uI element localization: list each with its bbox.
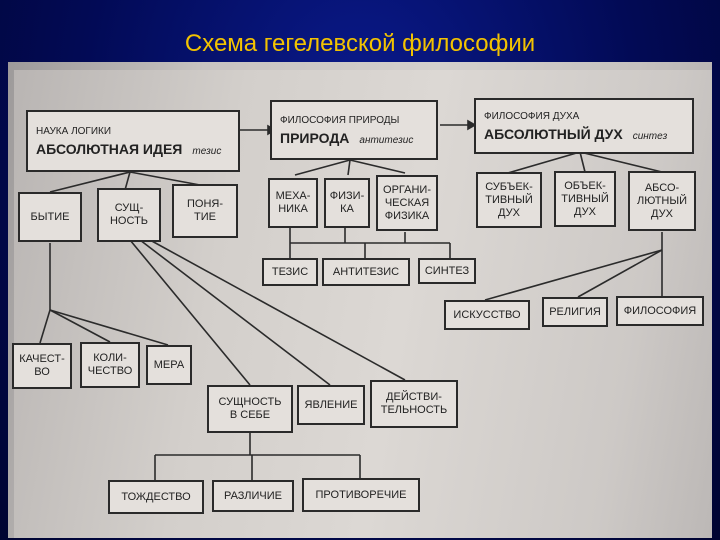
nature-note: антитезис [359,134,414,146]
logic-box: Наука логики Абсолютная идея тезис [26,110,240,172]
being-child-measure: Мера [146,345,192,385]
nature-sub: Философия природы [280,114,400,126]
logic-main: Абсолютная идея [36,140,183,157]
essence-child-in-itself: Сущность в себе [207,385,293,433]
spirit-form-art: Искусство [444,300,530,330]
essence-self-contradiction: Противоречие [302,478,420,512]
slide-title: Схема гегелевской философии [184,30,536,57]
nature-triad-thesis: Тезис [262,258,318,286]
logic-child-concept: Поня- тие [172,184,238,238]
essence-child-actuality: Действи- тельность [370,380,458,428]
nature-triad-antithesis: Антитезис [322,258,410,286]
spirit-sub: Философия духа [484,110,580,122]
spirit-form-philosophy: Философия [616,296,704,326]
spirit-main: Абсолютный дух [484,125,623,142]
nature-child-mechanics: Меха- ника [268,178,318,228]
logic-note: тезис [192,145,222,157]
essence-self-identity: Тождество [108,480,204,514]
being-child-quantity: Коли- чество [80,342,140,388]
nature-triad-synthesis: Синтез [418,258,476,284]
nature-main: Природа [280,129,350,146]
spirit-box: Философия духа Абсолютный дух синтез [474,98,694,154]
nature-child-organic: Органи- ческая физика [376,175,438,231]
spirit-note: синтез [632,130,668,142]
spirit-child-subjective: Субъек- тивный дух [476,172,542,228]
essence-child-appearance: Явление [297,385,365,425]
essence-self-difference: Различие [212,480,294,512]
nature-box: Философия природы Природа антитезис [270,100,438,160]
logic-child-being: Бытие [18,192,82,242]
logic-sub: Наука логики [36,125,112,137]
logic-child-essence: Сущ- ность [97,188,161,242]
spirit-child-objective: Объек- тивный дух [554,171,616,227]
nature-child-physics: Физи- ка [324,178,370,228]
spirit-form-religion: Религия [542,297,608,327]
being-child-quality: Качест- во [12,343,72,389]
spirit-child-absolute: Абсо- лютный дух [628,171,696,231]
